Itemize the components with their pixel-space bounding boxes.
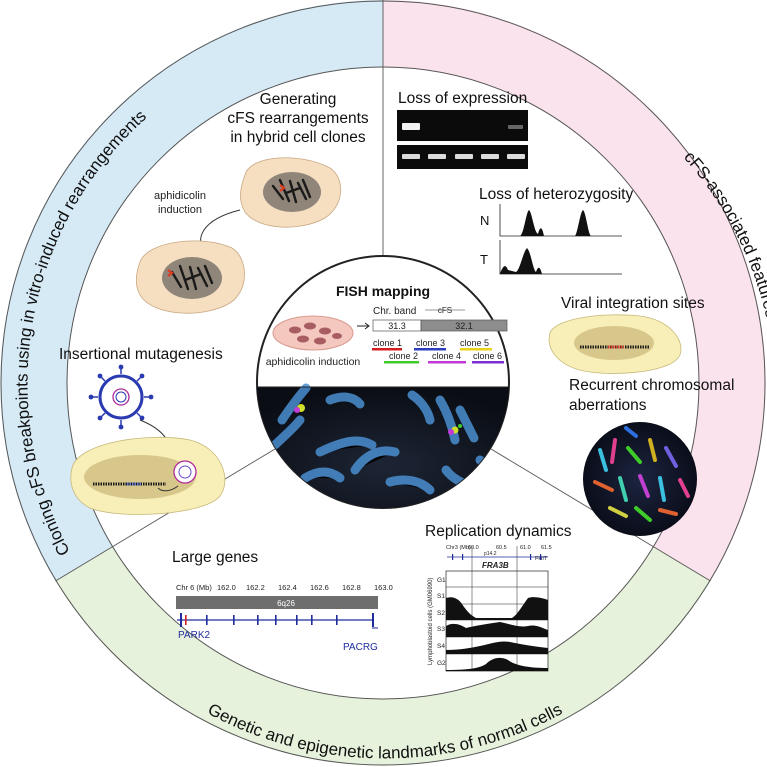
rep-axis-label: Chr3 (Mb) [446, 545, 471, 551]
loh-panel: Loss of heterozygosity N T [479, 186, 633, 275]
large-genes-title: Large genes [172, 549, 258, 566]
band-32-1 [420, 319, 508, 332]
lg-tick-6: 163.0 [374, 583, 393, 592]
viral-nucleus [574, 326, 654, 360]
rep-site: FRA3B [482, 561, 509, 570]
virus-icon [88, 364, 154, 430]
cfs-label: cFS [438, 306, 452, 315]
rep-tick-3: 61.0 [520, 545, 531, 551]
expression-panel: Loss of expression [397, 90, 528, 169]
loh-title: Loss of heterozygosity [479, 186, 633, 203]
gel-bands-bottom [402, 154, 525, 159]
loh-trace-n [500, 210, 622, 236]
clone-6-label: clone 6 [473, 351, 502, 361]
hybrid-chromosomes-bottom [170, 264, 214, 291]
gene-park2: PARK2 [178, 630, 210, 641]
lg-band-label: 6q26 [277, 599, 295, 608]
aphidicolin-label-2: induction [158, 204, 202, 216]
clone-3-label: clone 3 [416, 338, 445, 348]
clone-1-bar [372, 348, 402, 351]
hybrid-title-3: in hybrid cell clones [230, 129, 366, 146]
lg-tick-4: 162.6 [310, 583, 329, 592]
break-marker-bottom [167, 269, 174, 277]
karyotype-chromosomes [593, 426, 690, 522]
rep-ylabel: Lymphoblastoid cells (GM06990) [428, 578, 434, 666]
insertional-nucleus [84, 455, 196, 499]
loh-trace-t [500, 248, 622, 274]
lg-axis-label: Chr 6 (Mb) [176, 583, 212, 592]
replication-panel: Replication dynamics Chr3 (Mb) 60.0 60.5… [425, 523, 572, 672]
clone-2-bar [384, 361, 419, 364]
recurrent-panel: Recurrent chromosomal aberrations [569, 377, 734, 536]
recurrent-title-1: Recurrent chromosomal [569, 377, 734, 394]
petri-cells [289, 322, 342, 345]
clone-2-label: clone 2 [389, 351, 418, 361]
rep-gene: FHIT [535, 556, 548, 562]
clone-legend: clone 1 clone 3 clone 5 clone 2 clone 4 … [372, 338, 504, 364]
phase-g1: G1 [437, 577, 446, 584]
clone-5-label: clone 5 [460, 338, 489, 348]
rep-tick-4: 61.5 [541, 545, 552, 551]
phase-s3: S3 [437, 626, 445, 633]
recurrent-title-2: aberrations [569, 397, 647, 414]
loh-row-n: N [480, 213, 489, 228]
gene-pacrg: PACRG [343, 642, 378, 653]
hybrid-title-1: Generating [260, 91, 337, 108]
rep-band: p14.2 [484, 551, 497, 557]
hybrid-title-2: cFS rearrangements [227, 110, 369, 127]
rep-plot-frame [445, 570, 549, 672]
chr-band-label: Chr. band [373, 306, 416, 317]
phase-s2: S2 [437, 610, 445, 617]
clone-5-bar [460, 348, 492, 351]
lg-band-bar [176, 596, 378, 609]
aphidicolin-label-1: aphidicolin [154, 190, 206, 202]
lg-tick-2: 162.2 [246, 583, 265, 592]
break-marker-top [279, 184, 286, 192]
clone-1-label: clone 1 [373, 338, 402, 348]
lg-exons [180, 613, 374, 627]
lg-tick-3: 162.4 [278, 583, 297, 592]
phase-s4: S4 [437, 643, 445, 650]
clone-6-bar [472, 361, 504, 364]
clone-4-label: clone 4 [432, 351, 461, 361]
band-label-1: 31.3 [388, 321, 406, 331]
viral-title: Viral integration sites [561, 295, 705, 312]
phase-s1: S1 [437, 593, 445, 600]
rep-tick-1: 60.0 [468, 545, 479, 551]
hybrid-panel: Generating cFS rearrangements in hybrid … [135, 91, 369, 314]
lg-tick-5: 162.8 [342, 583, 361, 592]
viral-panel: Viral integration sites [548, 295, 705, 374]
inner-border [66, 66, 700, 700]
loh-row-t: T [480, 252, 488, 267]
replication-title: Replication dynamics [425, 523, 572, 540]
insertional-panel: Insertional mutagenesis [59, 346, 226, 515]
rep-profiles [446, 597, 548, 671]
clone-3-bar [414, 348, 446, 351]
insertional-title: Insertional mutagenesis [59, 346, 223, 363]
rep-phase-labels: G1 S1 S2 S3 S4 G2 [437, 577, 446, 667]
phase-g2: G2 [437, 660, 446, 667]
provirus-circle [173, 460, 197, 484]
lg-ticks: 162.0 162.2 162.4 162.6 162.8 163.0 [217, 583, 393, 592]
fish-title: FISH mapping [336, 283, 430, 299]
aphidicolin-induction-label: aphidicolin induction [266, 356, 361, 368]
large-genes-panel: Large genes Chr 6 (Mb) 162.0 162.2 162.4… [172, 549, 393, 653]
rep-tick-2: 60.5 [496, 545, 507, 551]
clone-4-bar [428, 361, 466, 364]
petri-dish [272, 315, 354, 351]
expression-title: Loss of expression [398, 90, 527, 107]
band-label-2: 32.1 [455, 321, 473, 331]
hybrid-chromosomes-top [271, 178, 312, 204]
lg-tick-1: 162.0 [217, 583, 236, 592]
